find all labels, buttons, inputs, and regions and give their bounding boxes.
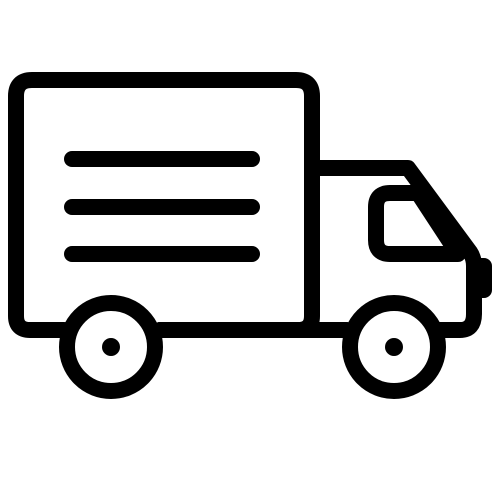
rear-wheel-hub xyxy=(102,338,120,356)
rear-wheel xyxy=(59,295,163,399)
front-wheel xyxy=(342,295,446,399)
truck-bumper xyxy=(468,258,492,298)
front-wheel-hub xyxy=(385,338,403,356)
cab-window xyxy=(368,185,466,262)
